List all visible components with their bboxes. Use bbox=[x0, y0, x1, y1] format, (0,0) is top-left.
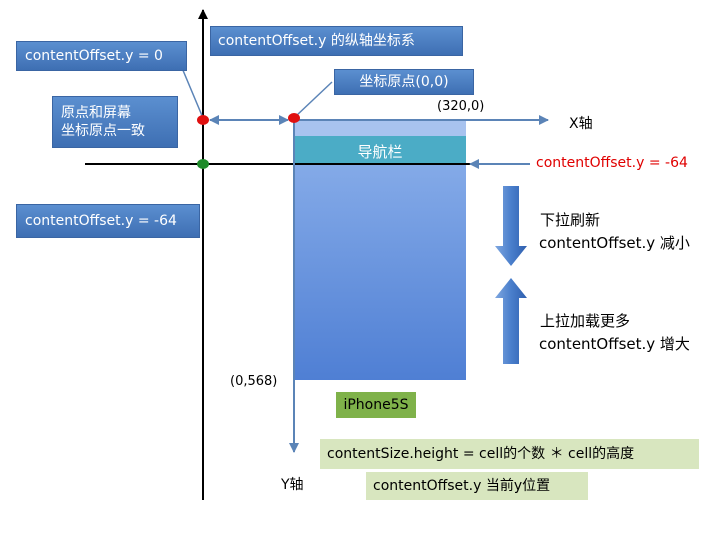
pull-down-line2: contentOffset.y 减小 bbox=[539, 234, 690, 252]
pull-down-arrow bbox=[495, 186, 527, 266]
status-strip bbox=[294, 120, 466, 136]
origin-coincide-line1: 原点和屏幕 bbox=[61, 105, 131, 121]
red-dot-left bbox=[197, 115, 209, 125]
current-y-label: contentOffset.y 当前y位置 bbox=[373, 478, 551, 494]
pull-up-line1: 上拉加载更多 bbox=[540, 312, 631, 330]
nav-bar bbox=[294, 136, 466, 164]
iphone-label-box: iPhone5S bbox=[336, 392, 416, 418]
iphone-label: iPhone5S bbox=[343, 397, 409, 413]
point-568-label: (0,568) bbox=[230, 374, 278, 389]
y-axis-label: Y轴 bbox=[281, 477, 304, 493]
x-axis-label: X轴 bbox=[569, 116, 593, 132]
offset-minus64-box: contentOffset.y = -64 bbox=[16, 204, 200, 238]
connector-origin bbox=[295, 81, 333, 117]
origin-box: 坐标原点(0,0) bbox=[334, 69, 474, 95]
offset-axis-title-box: contentOffset.y 的纵轴坐标系 bbox=[210, 26, 463, 56]
point-320-label: (320,0) bbox=[437, 99, 485, 114]
origin-label: 坐标原点(0,0) bbox=[359, 74, 449, 90]
red-dot-origin bbox=[288, 113, 300, 123]
origin-coincide-line2: 坐标原点一致 bbox=[61, 123, 145, 139]
origin-coincide-box: 原点和屏幕 坐标原点一致 bbox=[52, 96, 178, 148]
pull-up-arrow bbox=[495, 278, 527, 364]
content-size-label: contentSize.height = cell的个数 ＊ cell的高度 bbox=[327, 446, 635, 462]
offset-zero-label: contentOffset.y = 0 bbox=[25, 48, 163, 64]
content-size-box: contentSize.height = cell的个数 ＊ cell的高度 bbox=[320, 439, 699, 469]
pull-down-line1: 下拉刷新 bbox=[540, 211, 601, 229]
nav-bar-label: 导航栏 bbox=[357, 143, 403, 161]
green-dot bbox=[197, 159, 209, 169]
offset-axis-title: contentOffset.y 的纵轴坐标系 bbox=[218, 33, 415, 49]
offset-red-label: contentOffset.y = -64 bbox=[536, 155, 688, 171]
offset-minus64-label: contentOffset.y = -64 bbox=[25, 213, 177, 229]
pull-up-line2: contentOffset.y 增大 bbox=[539, 335, 690, 353]
current-y-box: contentOffset.y 当前y位置 bbox=[366, 472, 588, 500]
offset-zero-box: contentOffset.y = 0 bbox=[16, 41, 187, 71]
